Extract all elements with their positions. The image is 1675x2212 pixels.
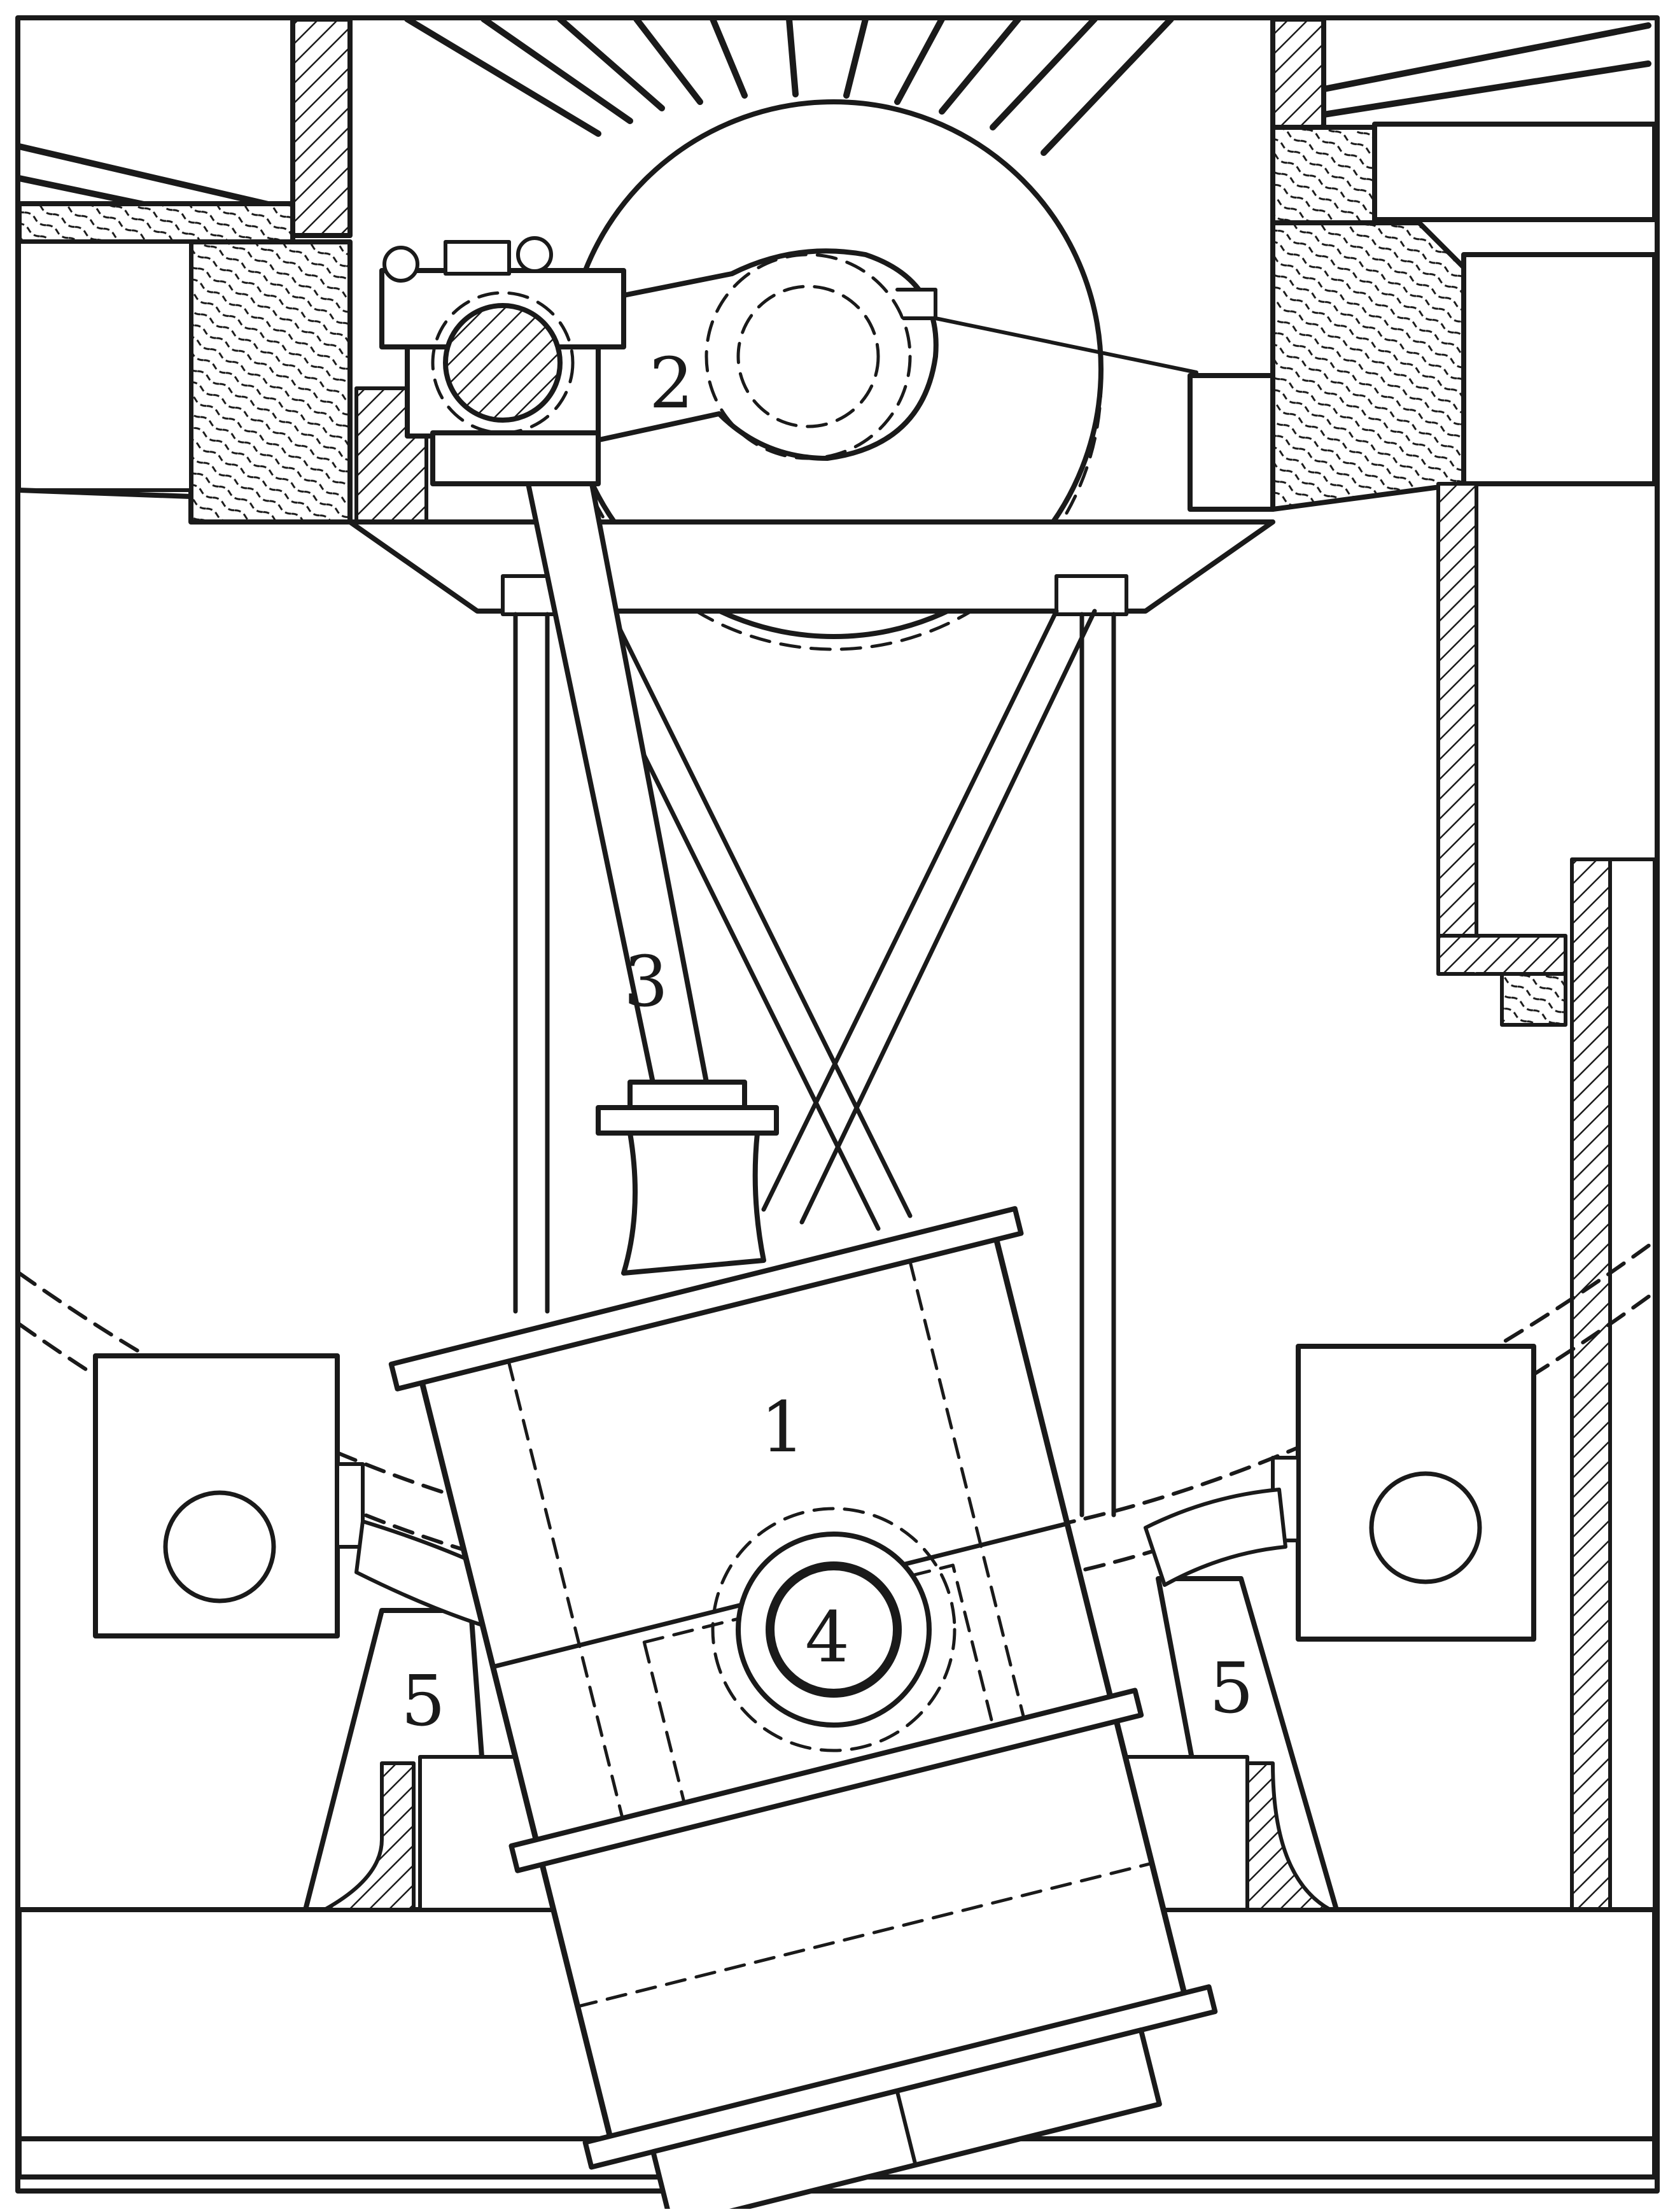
crank-arm: [570, 248, 1198, 461]
part-labels: 1 2 3 4 5 5: [401, 342, 1254, 1742]
label-part-4: 4: [805, 1596, 850, 1678]
trunnion-bearing: [711, 1507, 957, 1752]
left-timber-frame: [17, 17, 428, 525]
upper-spokes: [16, 16, 1651, 239]
frame-plate: [347, 519, 1275, 614]
outer-frame: [15, 15, 1660, 2194]
right-column-cap: [1055, 574, 1128, 616]
label-part-2: 2: [649, 342, 694, 424]
support-columns: [513, 612, 1116, 1518]
label-part-3: 3: [624, 941, 668, 1022]
right-side-box: [1271, 1344, 1536, 1642]
label-part-1: 1: [760, 1386, 805, 1468]
bearing-block: [379, 236, 626, 486]
piston-rod: [526, 481, 779, 1276]
label-part-5-left: 5: [401, 1660, 445, 1742]
right-timber-frame: [1188, 17, 1657, 1912]
label-part-5-right: 5: [1209, 1647, 1254, 1729]
left-side-box: [93, 1353, 365, 1638]
